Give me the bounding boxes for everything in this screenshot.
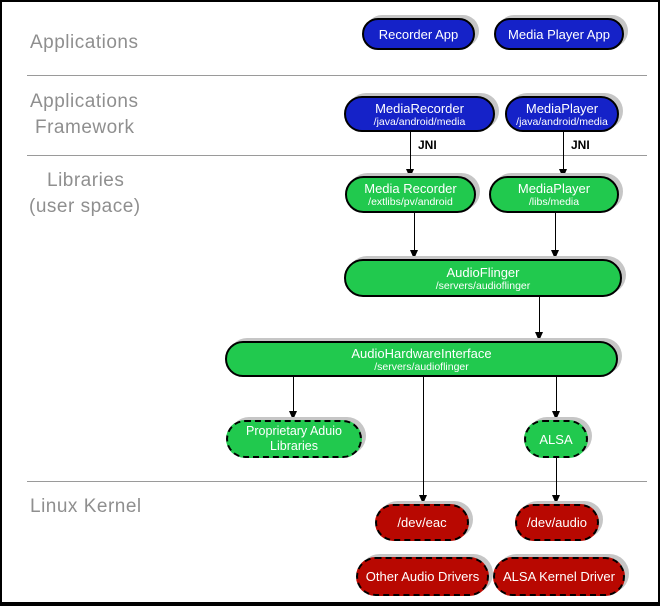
node-alsa-kernel-driver: ALSA Kernel Driver — [493, 557, 625, 596]
layer-label-framework-line1: Applications — [30, 91, 139, 112]
node-recorder-app-label: Recorder App — [378, 26, 459, 42]
divider-framework — [27, 155, 647, 156]
node-other-audio-drivers-label: Other Audio Drivers — [365, 569, 480, 584]
divider-applications — [27, 75, 647, 76]
node-mediaplayer-lib-label: MediaPlayer — [517, 181, 591, 196]
node-mediaplayer-framework-label: MediaPlayer — [525, 100, 599, 116]
arrow-alsa-to-dev-audio — [552, 458, 561, 504]
node-media-player-app-label: Media Player App — [508, 26, 610, 42]
layer-label-linux-kernel: Linux Kernel — [30, 496, 142, 517]
node-dev-audio-label: /dev/audio — [527, 515, 587, 530]
node-mediarecorder-framework-label: MediaRecorder — [375, 100, 464, 116]
node-proprietary-audio-label-line2: Libraries — [270, 439, 318, 453]
node-proprietary-audio-libraries: Proprietary Aduio Libraries — [226, 420, 362, 458]
node-audiohardwareinterface-path: /servers/audioflinger — [374, 360, 469, 373]
node-audiohardwareinterface: AudioHardwareInterface /servers/audiofli… — [225, 341, 618, 377]
node-audioflinger: AudioFlinger /servers/audioflinger — [344, 259, 622, 297]
layer-label-libraries-line1: Libraries — [47, 170, 125, 191]
arrow-mediarecorder-to-audioflinger — [410, 213, 419, 259]
node-mediaplayer-lib-path: /libs/media — [528, 196, 580, 208]
node-alsa: ALSA — [524, 420, 588, 458]
node-dev-eac-label: /dev/eac — [397, 515, 447, 530]
node-mediaplayer-framework-path: /java/android/media — [516, 115, 608, 128]
layer-label-framework-line2: Framework — [35, 117, 135, 138]
node-media-recorder-lib-path: /extlibs/pv/android — [368, 196, 453, 208]
node-media-recorder-lib: Media Recorder /extlibs/pv/android — [345, 176, 476, 213]
layer-label-libraries-line2: (user space) — [29, 196, 141, 217]
node-alsa-kernel-driver-label: ALSA Kernel Driver — [503, 569, 615, 584]
node-audioflinger-label: AudioFlinger — [446, 264, 520, 280]
arrow-ahi-to-dev-eac — [419, 377, 428, 504]
divider-kernel — [27, 481, 647, 482]
node-media-recorder-lib-label: Media Recorder — [364, 181, 457, 196]
node-mediaplayer-framework: MediaPlayer /java/android/media — [505, 96, 619, 132]
edge-label-jni-right: JNI — [571, 138, 590, 152]
edge-label-jni-left: JNI — [418, 138, 437, 152]
node-proprietary-audio-label-line1: Proprietary Aduio — [246, 424, 342, 438]
arrow-ahi-to-proprietary — [289, 377, 298, 420]
node-dev-eac: /dev/eac — [375, 504, 469, 541]
node-audioflinger-path: /servers/audioflinger — [435, 279, 531, 292]
node-mediaplayer-lib: MediaPlayer /libs/media — [489, 176, 619, 213]
node-audiohardwareinterface-label: AudioHardwareInterface — [351, 345, 492, 361]
node-other-audio-drivers: Other Audio Drivers — [356, 557, 489, 596]
arrow-ahi-to-alsa — [552, 377, 561, 420]
arrow-jni-mediarecorder — [406, 132, 415, 178]
node-media-player-app: Media Player App — [494, 18, 624, 50]
node-dev-audio: /dev/audio — [515, 504, 599, 541]
layer-label-applications: Applications — [30, 32, 139, 53]
arrow-mediaplayer-to-audioflinger — [551, 213, 560, 259]
node-recorder-app: Recorder App — [362, 18, 475, 50]
arrow-jni-mediaplayer — [559, 132, 568, 178]
node-alsa-label: ALSA — [539, 431, 573, 447]
node-mediarecorder-framework-path: /java/android/media — [373, 115, 466, 128]
node-mediarecorder-framework: MediaRecorder /java/android/media — [344, 96, 495, 132]
arrow-audioflinger-to-ahi — [535, 297, 544, 341]
